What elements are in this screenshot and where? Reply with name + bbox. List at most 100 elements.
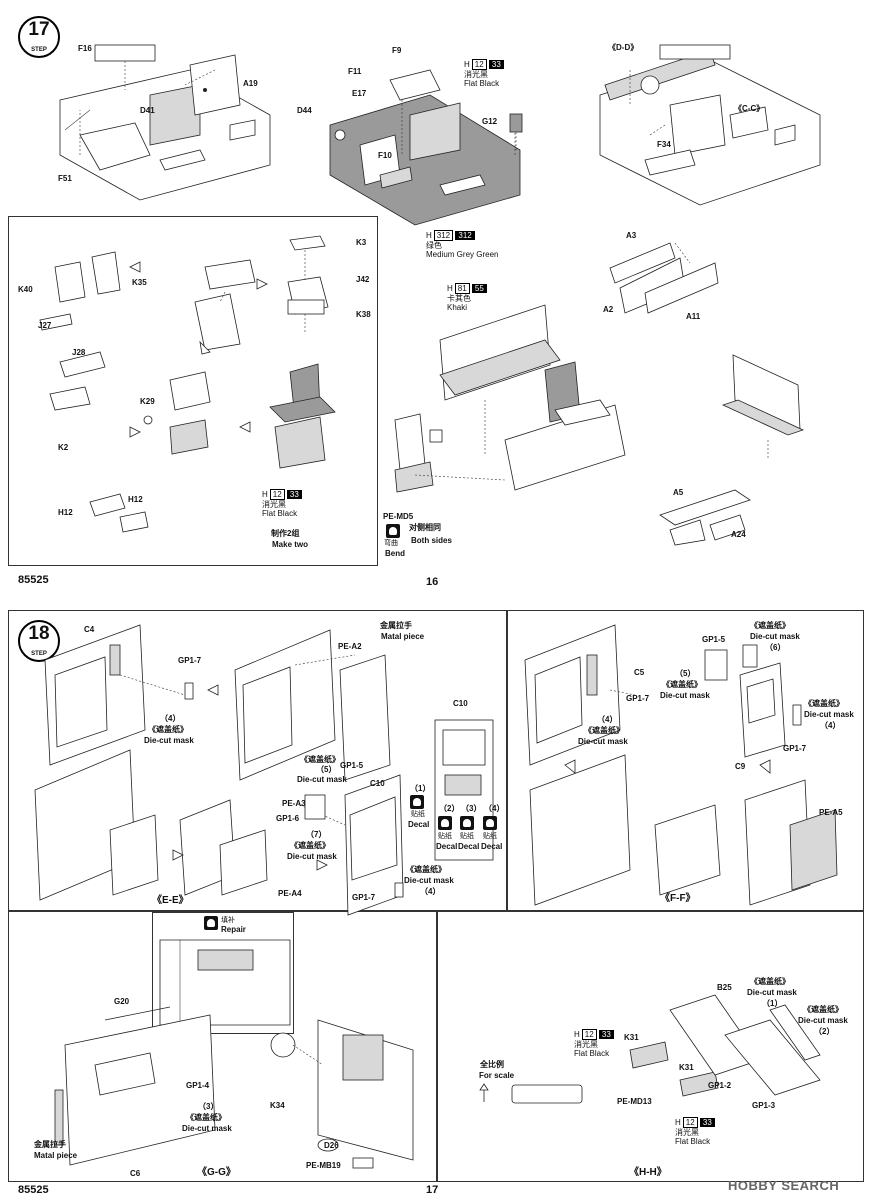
label-B25: B25 xyxy=(717,983,732,992)
mask1-cn: 《遮盖纸》 xyxy=(750,977,790,986)
label-A2: A2 xyxy=(603,305,614,314)
mask4a-en: Die-cut mask xyxy=(144,736,194,745)
label-F16: F16 xyxy=(78,44,92,53)
repair-en: Repair xyxy=(221,925,246,934)
label-J42: J42 xyxy=(356,275,370,284)
label-F10: F10 xyxy=(378,151,392,160)
step-number: 18 xyxy=(28,623,50,644)
paint-cn: 消光黑 xyxy=(574,1040,598,1050)
label-A11: A11 xyxy=(686,312,701,321)
label-C4: C4 xyxy=(84,625,95,634)
label-K29: K29 xyxy=(140,397,155,406)
label-PE-A4: PE-A4 xyxy=(278,889,302,898)
paint-cn: 消光黑 xyxy=(464,70,488,80)
paint-cn: 绿色 xyxy=(426,241,442,251)
paint-h: H xyxy=(464,60,470,69)
paint-h: H xyxy=(262,490,268,499)
metal-piece-en-2: Matal piece xyxy=(34,1151,78,1160)
decal4-num: （4） xyxy=(484,804,505,813)
label-J28: J28 xyxy=(72,348,86,357)
paint-h: H xyxy=(675,1118,681,1127)
decal3-num: （3） xyxy=(461,804,482,813)
label-K31-a: K31 xyxy=(624,1033,639,1042)
label-D44: D44 xyxy=(297,106,312,115)
label-PE-MD5: PE-MD5 xyxy=(383,512,414,521)
kit-number: 85525 xyxy=(18,1184,49,1196)
view-E-E: 《E-E》 xyxy=(152,895,189,906)
decal1-cn: 贴纸 xyxy=(411,811,425,818)
label-C6: C6 xyxy=(130,1169,141,1178)
step-number: 17 xyxy=(28,19,50,40)
metal-piece-en: Matal piece xyxy=(381,632,425,641)
label-A5: A5 xyxy=(673,488,684,497)
label-C10-a: C10 xyxy=(453,699,468,708)
cab-interior-drawing xyxy=(394,304,626,493)
label-H12-b: H12 xyxy=(128,495,143,504)
label-GP15: GP1-5 xyxy=(340,761,364,770)
paint-h-number: 12 xyxy=(471,59,487,71)
decal4-en: Decal xyxy=(481,842,503,851)
mask3-num: （3） xyxy=(198,1102,219,1111)
decal3-en: Decal xyxy=(458,842,480,851)
label-GP17-d: GP1-7 xyxy=(783,744,807,753)
bend-cn: 弯曲 xyxy=(384,540,398,547)
mask2-num: （2） xyxy=(814,1027,835,1036)
label-J27: J27 xyxy=(38,321,52,330)
mask1-en: Die-cut mask xyxy=(747,988,797,997)
mask5-num: （5） xyxy=(316,765,337,774)
paint-cn: 消光黑 xyxy=(675,1128,699,1138)
mask5-cn: 《遮盖纸》 xyxy=(300,755,340,764)
paint-cn: 卡其色 xyxy=(447,294,471,304)
label-G20: G20 xyxy=(114,997,130,1006)
decal-icon xyxy=(460,816,474,830)
label-K34: K34 xyxy=(270,1101,285,1110)
step-word: STEP xyxy=(31,47,47,53)
mask6-num: （6） xyxy=(765,643,786,652)
mask4b-en: Die-cut mask xyxy=(404,876,454,885)
decal-icon xyxy=(438,816,452,830)
G12-part-drawing xyxy=(509,113,523,152)
label-PE-A2: PE-A2 xyxy=(338,642,362,651)
label-K40: K40 xyxy=(18,285,33,294)
decal-icon xyxy=(410,795,424,809)
paint-h: H xyxy=(447,284,453,293)
view-G-G: 《G-G》 xyxy=(197,1167,236,1178)
paint-code: 33 xyxy=(286,490,302,500)
mask4d-cn: 《遮盖纸》 xyxy=(804,699,844,708)
mask2-en: Die-cut mask xyxy=(798,1016,848,1025)
mask5b-cn: 《遮盖纸》 xyxy=(662,680,702,689)
wall-K34-drawing xyxy=(270,1019,414,1169)
mask4c-num: （4） xyxy=(597,715,618,724)
decal1-num: （1） xyxy=(410,784,431,793)
door-E-E-drawing xyxy=(34,624,494,916)
label-DD: 《D-D》 xyxy=(608,43,639,52)
repair-inset xyxy=(152,912,294,1034)
mask4c-en: Die-cut mask xyxy=(578,737,628,746)
mask7-en: Die-cut mask xyxy=(287,852,337,861)
label-GP17-a: GP1-7 xyxy=(178,656,202,665)
mask4b-num: （4） xyxy=(420,887,441,896)
step-18-badge: 18 STEP xyxy=(18,620,60,662)
step-17-badge: 17 STEP xyxy=(18,16,60,58)
paint-h-number: 312 xyxy=(433,230,454,242)
mask4d-en: Die-cut mask xyxy=(804,710,854,719)
label-F11: F11 xyxy=(348,67,362,76)
step-word: STEP xyxy=(31,651,47,657)
label-A19: A19 xyxy=(243,79,258,88)
mask4d-num: （4） xyxy=(820,721,841,730)
metal-piece-cn-2: 金属拉手 xyxy=(34,1140,66,1149)
label-GP14: GP1-4 xyxy=(186,1081,210,1090)
mask5b-en: Die-cut mask xyxy=(660,691,710,700)
label-GP15-b: GP1-5 xyxy=(702,635,726,644)
bend-en: Bend xyxy=(385,549,405,558)
subassembly-frame xyxy=(8,216,378,566)
paint-h-number: 12 xyxy=(269,489,285,501)
mask4b-cn: 《遮盖纸》 xyxy=(406,865,446,874)
door-H-H-drawing xyxy=(479,994,821,1104)
label-PE-MD13: PE-MD13 xyxy=(617,1097,652,1106)
watermark-text: HOBBY SEARCH xyxy=(728,1178,840,1193)
label-GP13: GP1-3 xyxy=(752,1101,776,1110)
label-E17: E17 xyxy=(352,89,367,98)
